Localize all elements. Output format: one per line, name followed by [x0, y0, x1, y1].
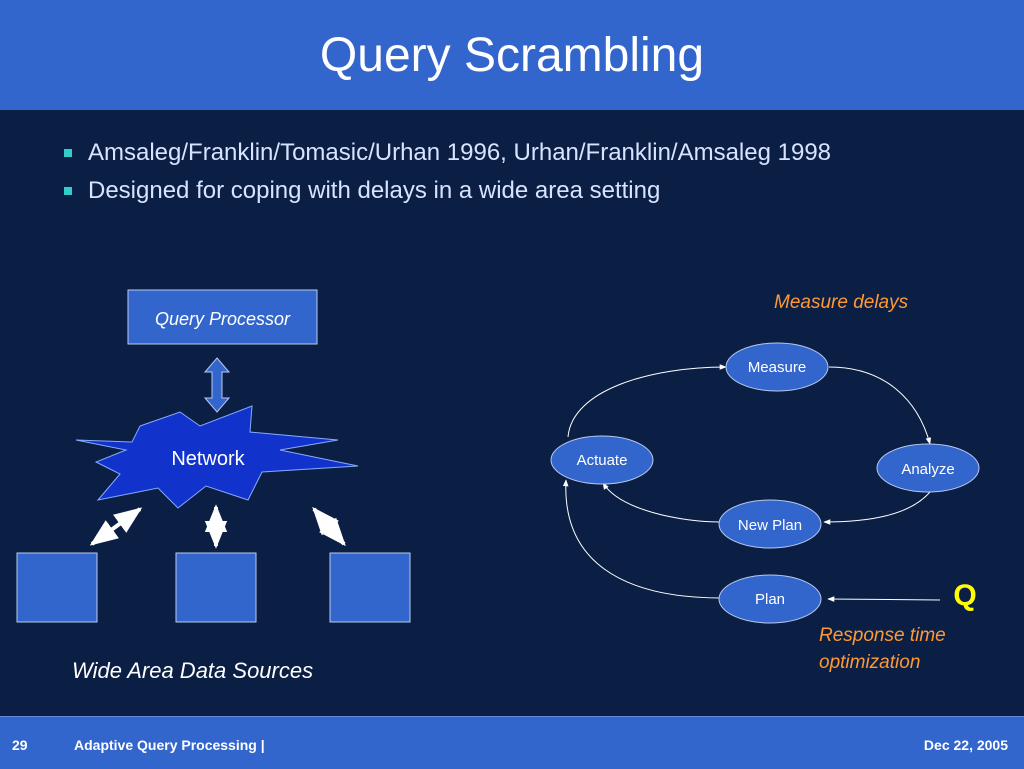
node-plan-label: Plan [755, 591, 785, 608]
flow-arrow [602, 482, 723, 523]
flow-arrow [823, 491, 931, 525]
flow-arrow [562, 479, 723, 599]
node-actuate-label: Actuate [577, 452, 628, 469]
footer-bar: 29 Adaptive Query Processing | Dec 22, 2… [0, 716, 1024, 769]
flow-arrow [828, 366, 932, 445]
data-source-box [175, 552, 257, 623]
query-processor-label: Query Processor [155, 309, 291, 329]
data-source-box [329, 552, 411, 623]
bullet-square-icon [64, 187, 72, 195]
node-actuate: Actuate [550, 435, 654, 485]
network-label: Network [171, 448, 245, 470]
bullet-text: Designed for coping with delays in a wid… [88, 177, 661, 204]
measure-delays-note: Measure delays [774, 292, 909, 313]
node-analyze: Analyze [876, 443, 980, 493]
node-analyze-label: Analyze [901, 461, 954, 478]
data-source-box [16, 552, 98, 623]
node-measure-label: Measure [748, 359, 806, 376]
node-new-plan: New Plan [718, 499, 822, 549]
link-arrow [89, 507, 143, 546]
bullet-list: Amsaleg/Franklin/Tomasic/Urhan 1996, Urh… [62, 134, 831, 210]
slide-title: Query Scrambling [319, 28, 705, 82]
link-arrow [312, 506, 346, 547]
deck-title: Adaptive Query Processing | [74, 737, 265, 753]
query-q-label: Q [953, 579, 976, 612]
title-bar: Query Scrambling [0, 0, 1024, 110]
bullet-item: Amsaleg/Franklin/Tomasic/Urhan 1996, Urh… [62, 134, 831, 172]
network-starburst: Network [75, 405, 359, 509]
response-time-note-line2: optimization [819, 652, 920, 673]
node-plan: Plan [718, 574, 822, 624]
double-arrow-icon [203, 357, 231, 413]
query-processor-box: Query Processor [127, 289, 318, 345]
flow-arrow [827, 596, 941, 602]
bullet-text: Amsaleg/Franklin/Tomasic/Urhan 1996, Urh… [88, 139, 832, 166]
flow-arrow [567, 364, 727, 438]
bullet-item: Designed for coping with delays in a wid… [62, 172, 831, 210]
footer-date: Dec 22, 2005 [923, 737, 1008, 753]
sources-caption: Wide Area Data Sources [72, 658, 313, 683]
node-new-plan-label: New Plan [738, 517, 802, 534]
response-time-note-line1: Response time [819, 625, 946, 646]
node-measure: Measure [725, 342, 829, 392]
page-number: 29 [12, 737, 28, 753]
bullet-square-icon [64, 149, 72, 157]
